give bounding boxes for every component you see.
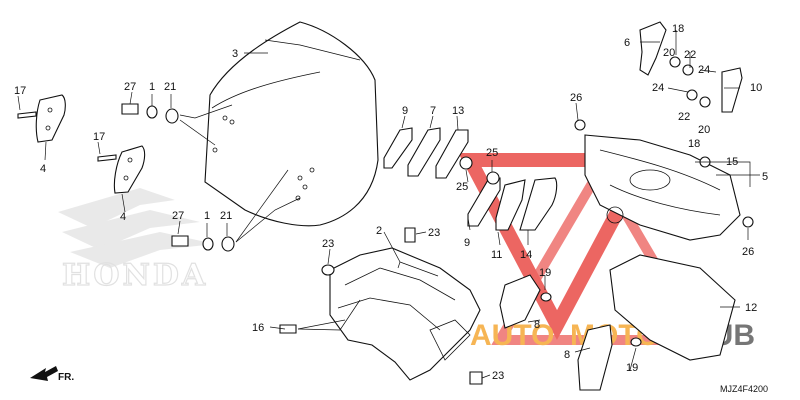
callout-20: 20	[663, 47, 675, 59]
callout-1: 1	[204, 210, 210, 222]
callout-21: 21	[220, 210, 232, 222]
left-bracket-4-lower	[113, 145, 146, 194]
upper-cowl	[329, 247, 481, 381]
direction-label: FR.	[58, 372, 74, 383]
leader-lines	[17, 30, 760, 379]
callout-9: 9	[402, 105, 408, 117]
callout-8: 8	[564, 349, 570, 361]
callout-3: 3	[232, 48, 238, 60]
callout-18: 18	[688, 138, 700, 150]
callout-17: 17	[14, 85, 26, 97]
washer-20-upper	[669, 56, 681, 68]
windscreen	[204, 21, 379, 227]
screw-27-upper	[121, 103, 139, 115]
callout-12: 12	[745, 302, 757, 314]
bolt-17-upper	[17, 111, 37, 119]
grommet-19-lower	[630, 337, 642, 347]
callout-23: 23	[492, 370, 504, 382]
callout-labels: 3 17 4 17 4 27 1 21 27 1 21 2 23 23 23 1…	[14, 23, 768, 394]
visor-plate	[609, 254, 736, 361]
callout-20: 20	[698, 124, 710, 136]
callout-23: 23	[322, 238, 334, 250]
callout-16: 16	[252, 322, 264, 334]
callout-6: 6	[624, 37, 630, 49]
screw-27-lower	[171, 235, 189, 247]
bolt-16	[279, 324, 297, 334]
stay-6	[639, 21, 667, 76]
callout-11: 11	[491, 249, 502, 261]
diagram-code: MJZ4F4200	[720, 384, 768, 394]
grommet-19-upper	[540, 292, 552, 302]
automotohub-watermark: AUTO MOTO HUB	[458, 153, 755, 352]
callout-26: 26	[742, 246, 754, 258]
bolt-17-lower	[97, 154, 117, 162]
bolt-26-upper	[574, 119, 586, 131]
callout-10: 10	[750, 82, 762, 94]
callout-4: 4	[120, 211, 126, 223]
stay-8-lower	[577, 324, 613, 391]
front-direction-arrow-icon	[30, 366, 58, 381]
callout-14: 14	[520, 249, 532, 261]
stay-8-upper	[499, 274, 541, 329]
callout-8: 8	[534, 319, 540, 331]
callout-15: 15	[726, 156, 738, 168]
bolt-23-top	[404, 227, 416, 243]
nut-21-upper	[165, 108, 179, 124]
callout-22: 22	[684, 49, 696, 61]
callout-2: 2	[376, 225, 382, 237]
washer-20-lower	[699, 96, 711, 108]
nut-21-lower	[221, 236, 235, 252]
collar-1-upper	[146, 105, 158, 119]
callout-17: 17	[93, 131, 105, 143]
nut-23-left	[321, 264, 335, 276]
callout-25: 25	[486, 147, 498, 159]
callout-5: 5	[762, 171, 768, 183]
callout-23: 23	[428, 227, 440, 239]
callout-7: 7	[430, 105, 436, 117]
collar-1-lower	[202, 237, 214, 251]
warning-triangle-icon	[458, 153, 657, 340]
callout-24: 24	[698, 64, 710, 76]
nut-22-lower	[686, 89, 698, 101]
stay-10	[721, 67, 743, 113]
callout-1: 1	[149, 81, 155, 93]
callout-25: 25	[456, 181, 468, 193]
nut-22-upper	[682, 64, 694, 76]
callout-18: 18	[672, 23, 684, 35]
callout-22: 22	[678, 111, 690, 123]
callout-26: 26	[570, 92, 582, 104]
bolt-23-bottom	[469, 371, 483, 385]
callout-21: 21	[164, 81, 176, 93]
honda-wing-watermark: HONDA	[58, 188, 215, 294]
callout-9: 9	[464, 237, 470, 249]
bolt-26-lower	[742, 216, 754, 228]
stay-parts-center	[383, 127, 558, 231]
callout-27: 27	[124, 81, 136, 93]
callout-27: 27	[172, 210, 184, 222]
callout-24: 24	[652, 82, 664, 94]
callout-4: 4	[40, 163, 46, 175]
honda-logo-text: HONDA	[62, 258, 208, 293]
callout-19: 19	[539, 267, 551, 279]
left-bracket-4-upper	[35, 94, 66, 143]
callout-19: 19	[626, 362, 638, 374]
callout-13: 13	[452, 105, 464, 117]
